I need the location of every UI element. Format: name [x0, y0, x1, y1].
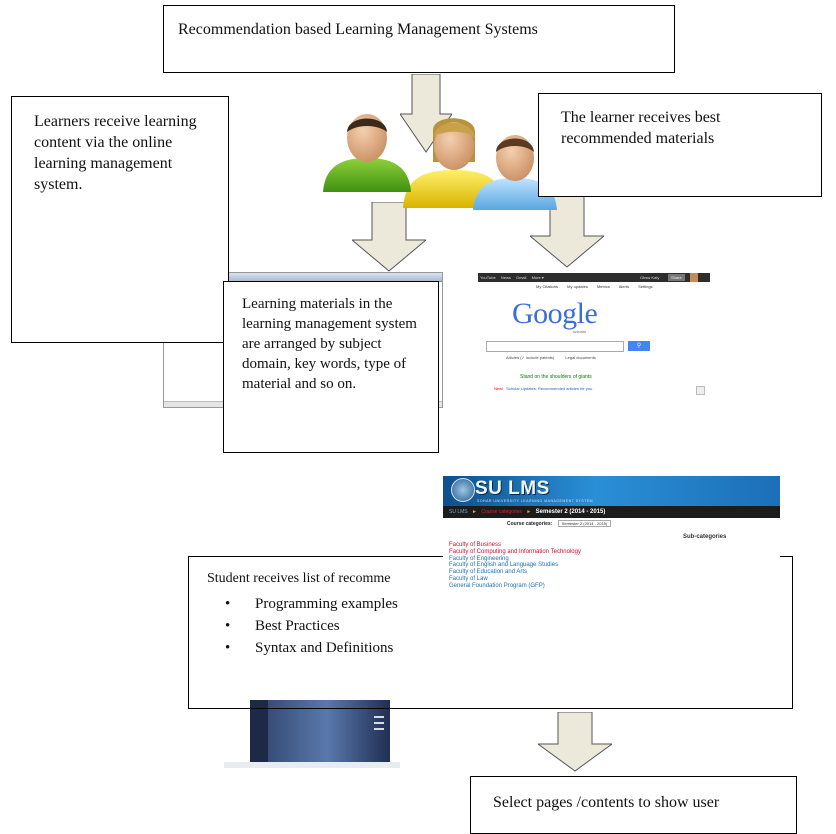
learners-icon	[323, 114, 557, 210]
google-logo-sub: scholar	[573, 329, 586, 334]
google-nav-gmail[interactable]: Gmail	[515, 275, 527, 280]
title-box: Recommendation based Learning Management…	[163, 5, 675, 73]
list-item: Syntax and Definitions	[207, 637, 774, 659]
faculty-link[interactable]: Faculty of Law	[449, 575, 488, 582]
learners-box: Learners receive learning content via th…	[11, 96, 229, 343]
select-text: Select pages /contents to show user	[493, 794, 720, 811]
lms-faculty-list: Faculty of Business Faculty of Computing…	[449, 542, 581, 590]
scholar-options: Articles (✓ include patents) Legal docum…	[506, 355, 596, 360]
link-alerts[interactable]: Alerts	[618, 284, 629, 289]
down-arrow-left	[352, 202, 426, 272]
category-select[interactable]: Semester 2 (2014 - 2015)	[557, 520, 612, 527]
list-item: Best Practices	[207, 615, 774, 637]
server-icon	[224, 700, 400, 768]
scholar-search-input[interactable]	[486, 341, 624, 352]
materials-text: Learning materials in the learning manag…	[242, 296, 417, 392]
google-top-bar: YouTube News Gmail More ▾ Gbsw Katy Shar…	[478, 273, 710, 282]
crumb-home[interactable]: SU LMS	[449, 509, 468, 515]
scholar-updates-row: New! Scholar Updates: Recommended articl…	[494, 386, 592, 391]
new-label: New!	[494, 386, 504, 391]
faculty-link[interactable]: Faculty of English and Language Studies	[449, 562, 559, 569]
down-arrow-right	[530, 196, 604, 268]
scholar-search-button[interactable]: ⚲	[628, 341, 650, 351]
google-share-button[interactable]: Share	[668, 274, 685, 281]
google-links-row: My Citations My updates Metrics Alerts S…	[536, 284, 653, 289]
link-settings[interactable]: Settings	[638, 284, 653, 289]
faculty-link[interactable]: Faculty of Education and Arts	[449, 569, 528, 576]
google-logo: Google	[512, 297, 598, 330]
su-lms-screenshot: SU LMS SOHAR UNIVERSITY LEARNING MANAGEM…	[443, 476, 780, 598]
link-metrics[interactable]: Metrics	[596, 284, 610, 289]
select-box: Select pages /contents to show user	[470, 776, 797, 834]
lms-logo: SU LMS	[475, 478, 550, 499]
lms-breadcrumb-bar: SU LMS ► Course categories ► Semester 2 …	[443, 506, 780, 518]
down-arrow-bottom	[538, 712, 612, 772]
link-my-updates[interactable]: My updates	[567, 284, 588, 289]
crumb-separator-icon: ►	[472, 509, 477, 515]
faculty-link[interactable]: Faculty of Business	[449, 542, 502, 548]
faculty-link[interactable]: Faculty of Computing and Information Tec…	[449, 548, 581, 555]
materials-box: Learning materials in the learning manag…	[223, 281, 439, 453]
best-materials-text: The learner receives best recommended ma…	[561, 109, 721, 147]
google-user-name[interactable]: Gbsw Katy	[640, 275, 660, 280]
crumb-separator-icon: ►	[526, 509, 532, 515]
updates-thumb	[696, 386, 705, 395]
link-my-citations[interactable]: My Citations	[536, 284, 559, 289]
lms-tagline: SOHAR UNIVERSITY LEARNING MANAGEMENT SYS…	[477, 499, 594, 503]
student-box: Student receives list of recomme Program…	[188, 556, 793, 709]
crumb-current: Semester 2 (2014 - 2015)	[535, 509, 606, 515]
faculty-link[interactable]: Faculty of Engineering	[449, 555, 509, 562]
student-list: Programming examples Best Practices Synt…	[207, 593, 774, 659]
option-legal[interactable]: Legal documents	[565, 355, 596, 360]
google-avatar[interactable]	[690, 273, 698, 282]
scholar-motto: Stand on the shoulders of giants	[520, 374, 592, 380]
crumb-course-categories[interactable]: Course categories	[481, 509, 522, 515]
lms-header: SU LMS SOHAR UNIVERSITY LEARNING MANAGEM…	[443, 476, 780, 506]
lms-seal-icon	[451, 478, 475, 502]
google-nav-youtube[interactable]: YouTube	[480, 275, 496, 280]
student-text: Student receives list of recomme	[207, 571, 391, 586]
lms-category-row: Course categories: Semester 2 (2014 - 20…	[507, 520, 612, 527]
lms-subcategories-heading: Sub-categories	[683, 534, 727, 540]
google-nav-more[interactable]: More ▾	[531, 275, 544, 280]
learners-text: Learners receive learning content via th…	[34, 113, 197, 193]
list-item: Programming examples	[207, 593, 774, 615]
option-articles[interactable]: Articles (✓ include patents)	[506, 355, 555, 360]
google-scholar-screenshot: YouTube News Gmail More ▾ Gbsw Katy Shar…	[478, 273, 710, 401]
category-label: Course categories:	[507, 521, 553, 527]
faculty-link[interactable]: General Foundation Program (GFP)	[449, 582, 545, 589]
best-materials-box: The learner receives best recommended ma…	[538, 93, 822, 197]
google-nav-news[interactable]: News	[500, 275, 511, 280]
title-text: Recommendation based Learning Management…	[178, 21, 538, 38]
scholar-updates-link[interactable]: Scholar Updates: Recommended articles fo…	[506, 386, 593, 391]
